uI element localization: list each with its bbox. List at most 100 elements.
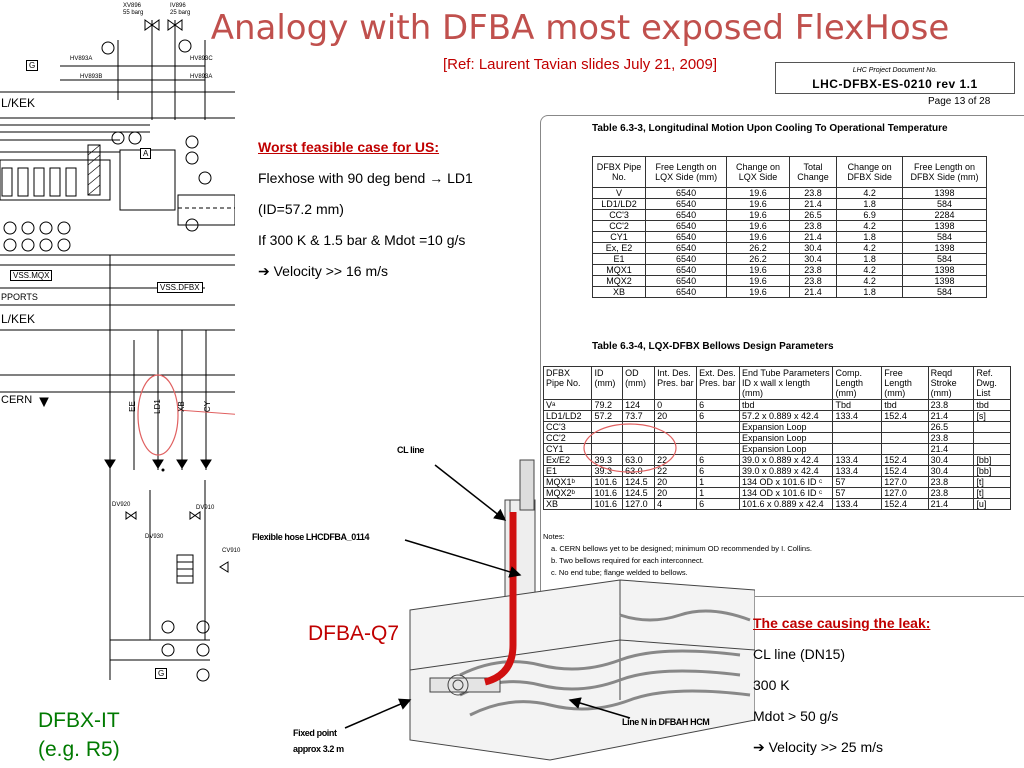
g-label-top: G	[26, 60, 39, 71]
dfbx-it-example: (e.g. R5)	[38, 738, 120, 761]
table1-cell: 30.4	[788, 253, 838, 265]
doc-project-label: LHC Project Document No.	[852, 67, 938, 74]
table1-cell: 23.8	[788, 275, 838, 287]
cern-label: CERN	[1, 394, 33, 406]
valve-label-iv896: IV896	[170, 3, 186, 9]
cv-label: CV910	[222, 548, 241, 554]
table1-cell: 23.8	[788, 187, 838, 199]
table1-cell: 1398	[902, 220, 987, 232]
table2-cell: [bb]	[973, 465, 1011, 477]
table1-cell: 19.6	[726, 231, 790, 243]
table1-cell: 19.6	[726, 220, 790, 232]
table2-cell: tbd	[739, 399, 834, 411]
table1-cell: 584	[902, 198, 987, 210]
table1-cell: 21.4	[788, 231, 838, 243]
leak-case-block: The case causing the leak: CL line (DN15…	[753, 608, 1023, 763]
dv-label-3: DV910	[196, 505, 215, 511]
us-case-line-2: (ID=57.2 mm)	[258, 201, 344, 217]
hv-label-1: HV893A	[70, 56, 93, 62]
table1-cell: 6.9	[836, 209, 904, 221]
table2-cell	[832, 443, 883, 455]
dfba-drawing	[409, 459, 755, 761]
table1-cell: 2284	[902, 209, 987, 221]
table2-cell: 30.4	[927, 465, 975, 477]
table1-cell: 6540	[645, 231, 728, 243]
table1-header-cell: Change on LQX Side	[726, 156, 790, 188]
a-label: A	[140, 148, 152, 159]
table2-cell: CC'3	[542, 421, 593, 433]
leak-case-line-3: Mdot > 50 g/s	[753, 708, 839, 724]
motion-table: DFBX Pipe No.Free Length on LQX Side (mm…	[591, 156, 987, 298]
slide-title: Analogy with DFBA most exposed FlexHose	[210, 8, 950, 48]
table2-cell: Tbd	[832, 399, 883, 411]
table2-cell: 30.4	[927, 454, 975, 466]
table2-cell: [t]	[973, 487, 1011, 499]
col-label-ld1: LD1	[152, 399, 162, 414]
bellows-table: DFBX Pipe No.ID (mm)OD (mm)Int. Des. Pre…	[542, 366, 1011, 510]
table2-cell: 4	[654, 498, 698, 510]
table1-cell: 26.2	[726, 242, 790, 254]
table2-cell	[881, 421, 929, 433]
table1-cell: 4.2	[836, 264, 904, 276]
table1-header-cell: Total Change	[788, 156, 838, 188]
table1-cell: 6540	[645, 253, 728, 265]
table1-cell: 4.2	[836, 187, 904, 199]
table2-cell	[973, 421, 1011, 433]
table1-cell: V	[591, 187, 647, 199]
table1-cell: 1398	[902, 275, 987, 287]
table2-cell: 101.6 x 0.889 x 42.4	[739, 498, 834, 510]
table1-cell: 19.6	[726, 275, 790, 287]
table2-cell: CY1	[542, 443, 593, 455]
table2-header-cell: Int. Des. Pres. bar	[654, 366, 698, 400]
table1-cell: 6540	[645, 220, 728, 232]
table2-cell	[696, 421, 741, 433]
table1-cell: CY1	[591, 231, 647, 243]
supports-label: PPORTS	[1, 292, 38, 302]
table2-cell: [t]	[973, 476, 1011, 488]
col-label-ee: EE	[127, 401, 137, 412]
table1-header-cell: Free Length on LQX Side (mm)	[645, 156, 728, 188]
valve-label-xv896: XV896	[123, 3, 142, 9]
table2-cell: 21.4	[927, 498, 975, 510]
table2-cell: 152.4	[881, 498, 929, 510]
hv-label-2: HV893C	[190, 56, 213, 62]
table2-header-cell: OD (mm)	[622, 366, 656, 400]
table1-cell: 1.8	[836, 198, 904, 210]
table2-cell	[832, 421, 883, 433]
table1-cell: CC'2	[591, 220, 647, 232]
table2-cell: [bb]	[973, 454, 1011, 466]
table2-cell: 23.8	[927, 487, 975, 499]
table2-cell: 6	[696, 399, 741, 411]
table1-cell: MQX1	[591, 264, 647, 276]
table1-cell: 6540	[645, 275, 728, 287]
table2-header-cell: ID (mm)	[591, 366, 624, 400]
table2-header-cell: End Tube Parameters ID x wall x length (…	[739, 366, 834, 400]
dfbx-schematic	[0, 19, 235, 682]
table2-cell: 0	[654, 399, 698, 411]
vss-mqx-label: VSS.MQX	[10, 270, 53, 281]
valve-pressure-2: 25 barg	[170, 10, 191, 16]
table2-cell: 20	[654, 487, 698, 499]
leak-case-line-4: ➔ Velocity >> 25 m/s	[753, 739, 884, 755]
table2-header-cell: Reqd Stroke (mm)	[927, 366, 975, 400]
table1-cell: Ex, E2	[591, 242, 647, 254]
fixed-point-label-1: Fixed point	[293, 728, 337, 738]
table2-cell: 133.4	[832, 454, 883, 466]
table1-cell: 1.8	[836, 286, 904, 298]
table1-cell: 1.8	[836, 231, 904, 243]
table2-cell: tbd	[973, 399, 1011, 411]
table1-cell: 584	[902, 253, 987, 265]
hv-label-3: HV893B	[80, 74, 103, 80]
notes-title: Notes:	[543, 532, 565, 541]
note-b: b. Two bellows required for each interco…	[551, 556, 704, 565]
table1-cell: 6540	[645, 264, 728, 276]
doc-page-number: Page 13 of 28	[928, 96, 991, 107]
dfbx-it-name: DFBX-IT	[38, 709, 120, 732]
